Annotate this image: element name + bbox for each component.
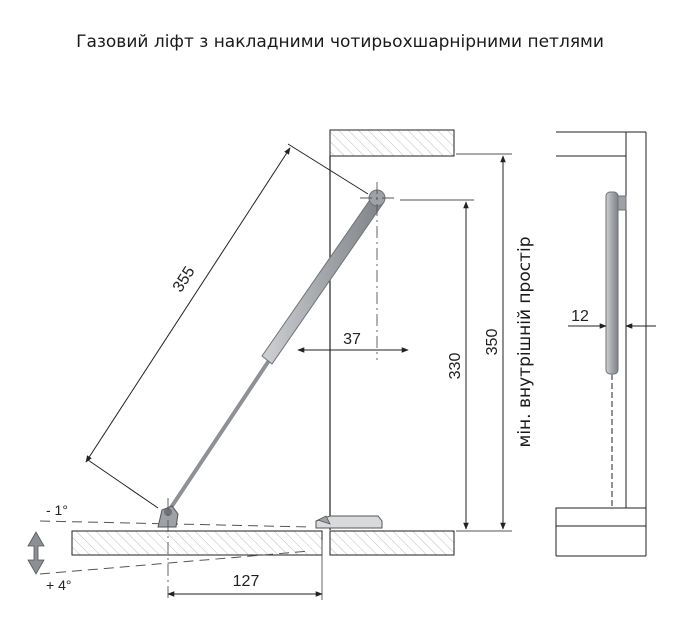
reference-lines — [167, 153, 512, 600]
piston-rod — [166, 360, 270, 514]
bottom-pivot — [164, 508, 172, 516]
angle-line-plus4 — [39, 550, 311, 575]
page-title: Газовий ліфт з накладними чотирьохшарнір… — [76, 32, 604, 52]
rotation-arrow-icon — [27, 531, 45, 575]
strut-cylinder — [261, 193, 385, 365]
bottom-bracket — [157, 505, 179, 528]
dim-355-label: 355 — [170, 264, 199, 296]
dim-127-label: 127 — [233, 573, 260, 590]
bottom-panel — [329, 530, 455, 556]
side-view — [555, 131, 656, 557]
hinge — [315, 515, 383, 529]
gas-strut — [157, 189, 386, 528]
dim-37-label: 37 — [343, 331, 361, 348]
dim-355 — [85, 143, 369, 509]
min-inner-space-label: мін. внутрішній простір — [515, 237, 535, 448]
dim-12-label: 12 — [571, 308, 589, 325]
angle-plus-label: + 4° — [46, 577, 71, 593]
lid-panel — [71, 530, 323, 556]
cabinet — [71, 129, 455, 556]
top-panel — [329, 129, 455, 157]
dim-330-label: 330 — [447, 353, 464, 380]
dim-350-label: 350 — [484, 329, 501, 356]
angle-minus-label: - 1° — [46, 502, 68, 518]
